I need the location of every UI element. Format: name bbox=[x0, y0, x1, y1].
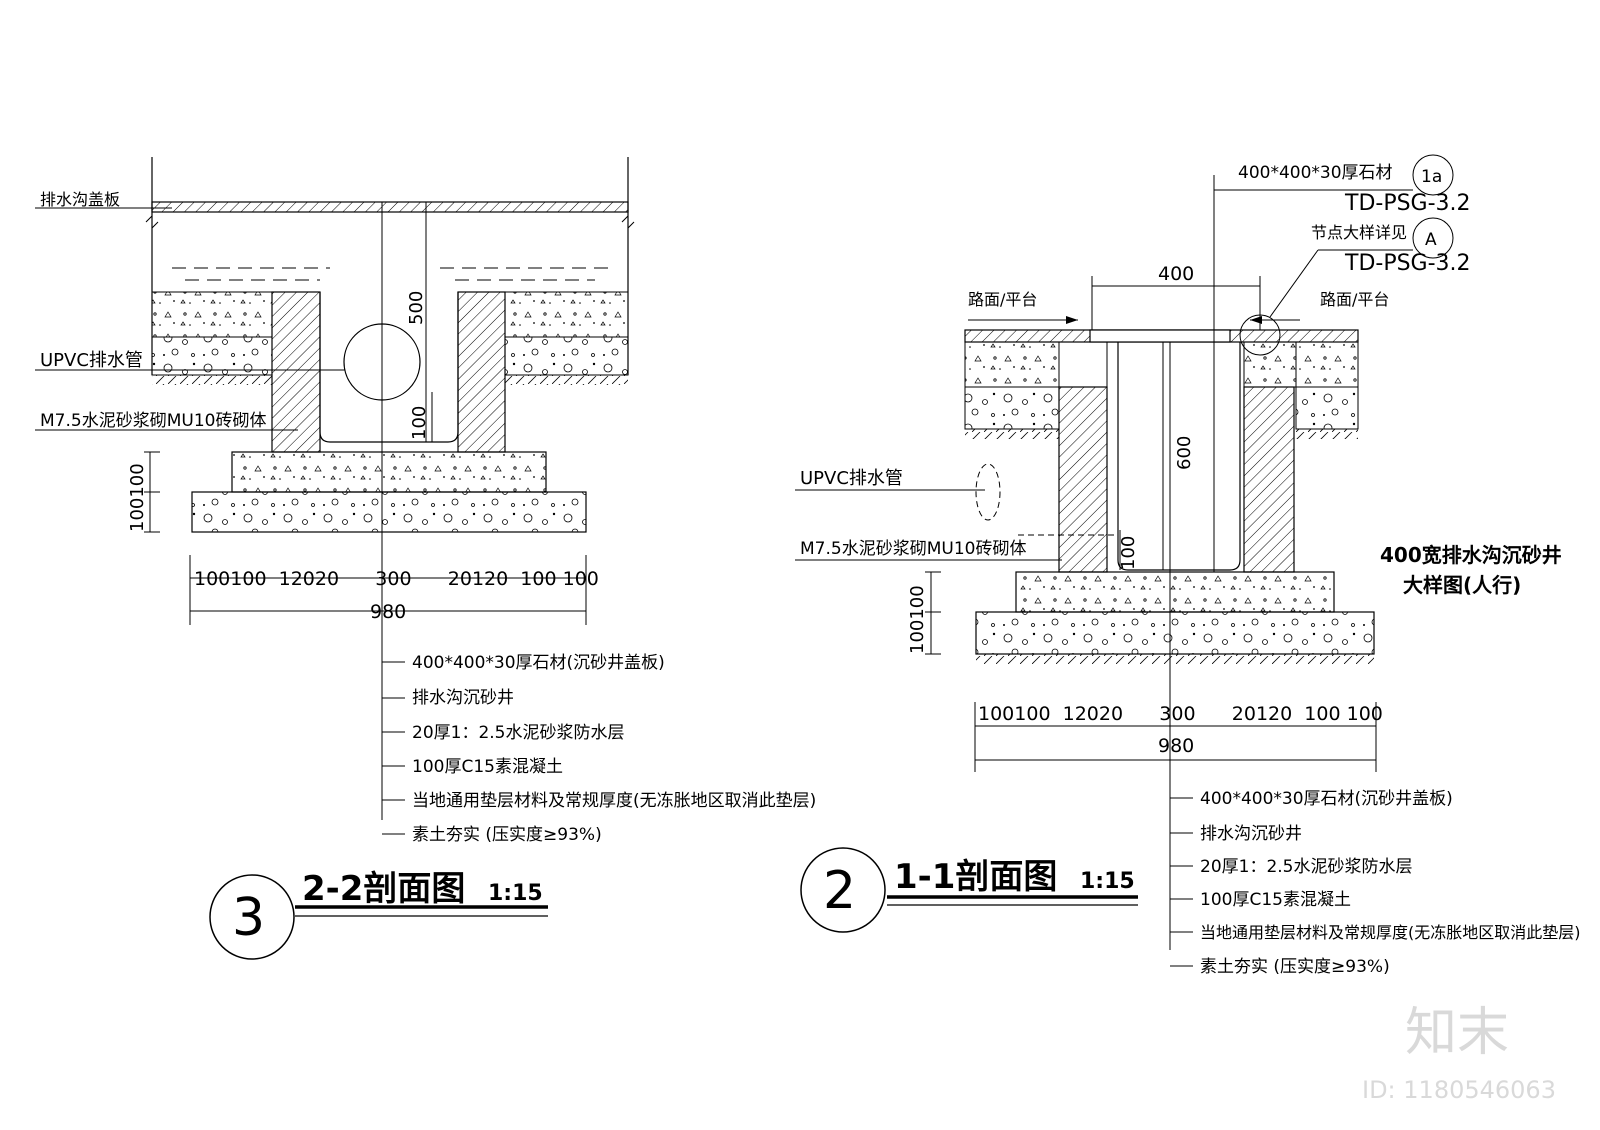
legend-item: 素土夯实 (压实度≥93%) bbox=[1200, 957, 1390, 977]
section-1-1 bbox=[795, 154, 1454, 967]
top-dim: 400 bbox=[1158, 263, 1194, 285]
c15-concrete-slab bbox=[231, 451, 547, 493]
legend-item: 100厚C15素混凝土 bbox=[412, 757, 563, 777]
brand-id: ID: 1180546063 bbox=[1362, 1076, 1556, 1104]
section-2-2 bbox=[35, 157, 635, 960]
section-number-circle bbox=[209, 874, 295, 960]
side-title-line2: 大样图(人行) bbox=[1403, 573, 1521, 597]
bottom-dims: 100100 12020 300 20120 100 100 bbox=[978, 703, 1383, 725]
section-scale: 1:15 bbox=[488, 881, 543, 906]
side-title-line1: 400宽排水沟沉砂井 bbox=[1380, 543, 1562, 567]
section-number: 3 bbox=[232, 888, 265, 948]
legend-item: 20厚1：2.5水泥砂浆防水层 bbox=[1200, 857, 1412, 877]
bottom-dims: 100100 12020 300 20120 100 100 bbox=[194, 568, 599, 590]
total-dim: 980 bbox=[370, 601, 406, 623]
cover-plate bbox=[151, 201, 629, 213]
ref-code-2: TD-PSG-3.2 bbox=[1344, 251, 1471, 276]
road-right-label: 路面/平台 bbox=[1320, 290, 1389, 309]
stone-ref-label: 400*400*30厚石材 bbox=[1238, 163, 1393, 183]
section-title: 1-1剖面图 bbox=[894, 857, 1057, 897]
legend-item: 20厚1：2.5水泥砂浆防水层 bbox=[412, 723, 624, 743]
inner-dim: 100 bbox=[409, 406, 430, 440]
section-number: 2 bbox=[823, 861, 856, 921]
masonry-label: M7.5水泥砂浆砌MU10砖砌体 bbox=[40, 411, 266, 431]
section-number-circle bbox=[800, 847, 886, 933]
brick-wall-right bbox=[457, 291, 506, 453]
depth-dim: 500 bbox=[406, 291, 427, 325]
legend-item: 100厚C15素混凝土 bbox=[1200, 890, 1351, 910]
legend-1-1: 400*400*30厚石材(沉砂井盖板) 排水沟沉砂井 20厚1：2.5水泥砂浆… bbox=[1200, 789, 1581, 977]
brick-wall-right bbox=[1243, 386, 1295, 573]
detail-ref-label: 节点大样详见 bbox=[1311, 223, 1407, 242]
cover-label: 排水沟盖板 bbox=[40, 190, 120, 209]
road-left-label: 路面/平台 bbox=[968, 290, 1037, 309]
ref-a1: 1a bbox=[1421, 167, 1442, 187]
legend-item: 素土夯实 (压实度≥93%) bbox=[412, 825, 602, 845]
pipe-label: UPVC排水管 bbox=[40, 350, 143, 371]
legend-2-2: 400*400*30厚石材(沉砂井盖板) 排水沟沉砂井 20厚1：2.5水泥砂浆… bbox=[412, 653, 816, 845]
depth-dim: 600 bbox=[1174, 436, 1195, 470]
legend-item: 400*400*30厚石材(沉砂井盖板) bbox=[1200, 789, 1453, 809]
brick-wall-left bbox=[1058, 386, 1108, 573]
legend-item: 400*400*30厚石材(沉砂井盖板) bbox=[412, 653, 665, 673]
total-dim: 980 bbox=[1158, 735, 1194, 757]
left-stack-dim: 100100 bbox=[907, 585, 928, 654]
legend-item: 排水沟沉砂井 bbox=[412, 688, 514, 708]
legend-item: 当地通用垫层材料及常规厚度(无冻胀地区取消此垫层) bbox=[1200, 923, 1581, 942]
brand-logo: 知末 bbox=[1405, 1003, 1509, 1063]
section-scale: 1:15 bbox=[1080, 869, 1135, 894]
c15-concrete-slab bbox=[1015, 571, 1335, 613]
bedding-layer bbox=[975, 611, 1375, 655]
pipe-label: UPVC排水管 bbox=[800, 468, 903, 489]
bedding-layer bbox=[191, 491, 587, 533]
legend-item: 排水沟沉砂井 bbox=[1200, 824, 1302, 844]
brick-wall-left bbox=[271, 291, 321, 453]
masonry-label: M7.5水泥砂浆砌MU10砖砌体 bbox=[800, 539, 1026, 559]
ref-a2: A bbox=[1425, 230, 1437, 250]
legend-item: 当地通用垫层材料及常规厚度(无冻胀地区取消此垫层) bbox=[412, 791, 816, 811]
inner-dim: 100 bbox=[1118, 536, 1139, 570]
section-title: 2-2剖面图 bbox=[302, 869, 465, 909]
left-stack-dim: 100100 bbox=[127, 463, 148, 532]
ref-code-1: TD-PSG-3.2 bbox=[1344, 191, 1471, 216]
